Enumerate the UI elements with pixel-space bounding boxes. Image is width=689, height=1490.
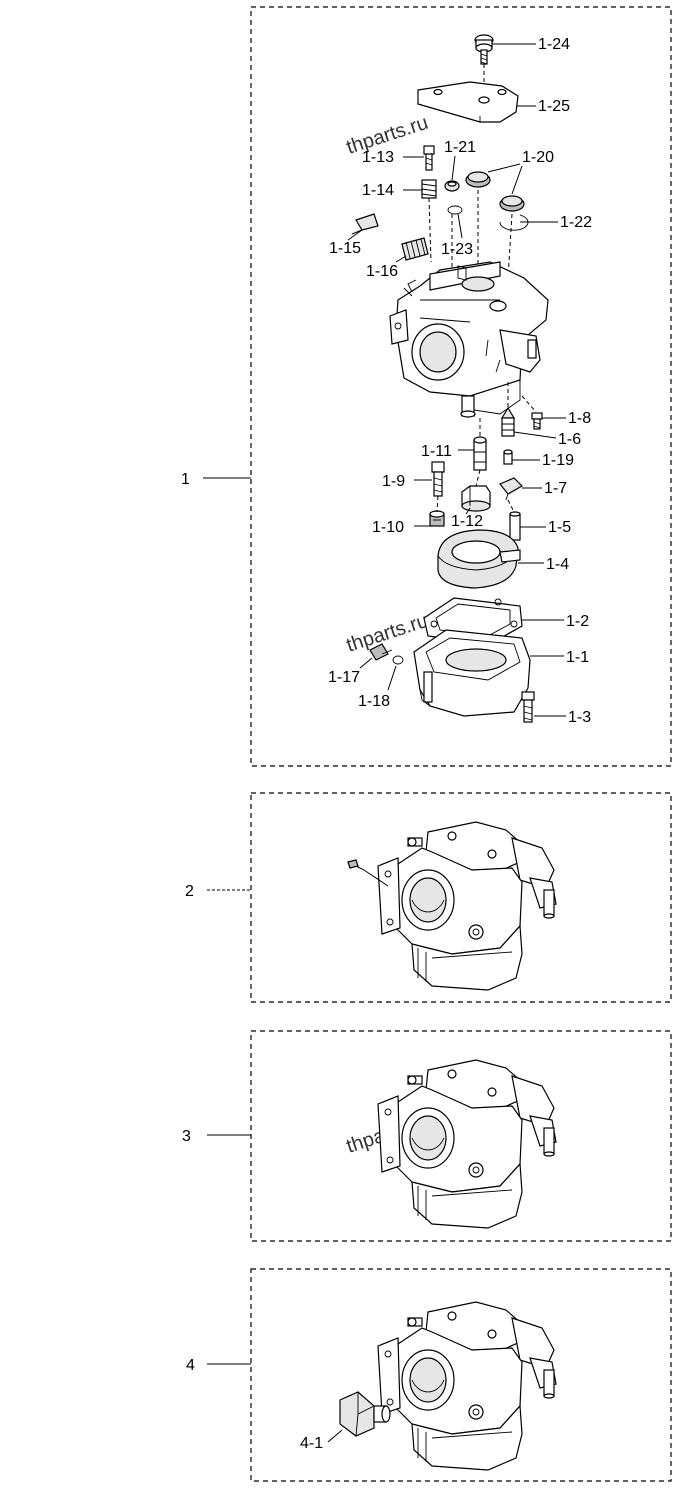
o-ring-part bbox=[447, 205, 463, 215]
part-label-1-3: 1-3 bbox=[568, 709, 591, 726]
part-label-1-21: 1-21 bbox=[444, 139, 476, 156]
cover-plate-part bbox=[417, 81, 519, 123]
part-label-1-4: 1-4 bbox=[546, 556, 569, 573]
part-label-1-7: 1-7 bbox=[544, 480, 567, 497]
float-bowl-part bbox=[413, 629, 531, 717]
part-label-4-1: 4-1 bbox=[300, 1435, 323, 1452]
main-nozzle-part bbox=[473, 436, 487, 471]
o-ring-part bbox=[392, 655, 404, 665]
carburetor-assembly-4 bbox=[377, 1301, 557, 1471]
filter-screen-part bbox=[465, 171, 525, 212]
part-label-1-15: 1-15 bbox=[329, 240, 361, 257]
assembly-1-box bbox=[250, 6, 672, 767]
float-arm-part bbox=[499, 477, 523, 501]
screw-part bbox=[521, 691, 535, 723]
jet-part bbox=[423, 145, 435, 171]
assembly-label-1: 1 bbox=[181, 471, 251, 488]
part-label-1-5: 1-5 bbox=[548, 519, 571, 536]
plug-part bbox=[429, 510, 445, 527]
part-label-1-6: 1-6 bbox=[558, 431, 581, 448]
svg-text:2: 2 bbox=[185, 883, 194, 900]
small-jet-part bbox=[444, 180, 460, 192]
fitting-part bbox=[339, 1391, 391, 1437]
assembly-2-box bbox=[250, 792, 672, 1003]
svg-text:4: 4 bbox=[186, 1357, 195, 1374]
part-label-1-11: 1-11 bbox=[421, 443, 452, 460]
float-part bbox=[437, 529, 521, 589]
part-label-1-20: 1-20 bbox=[522, 149, 554, 166]
part-label-1-19: 1-19 bbox=[542, 452, 574, 469]
assembly-3-box bbox=[250, 1030, 672, 1242]
pilot-screw-part bbox=[351, 213, 379, 235]
part-label-1-25: 1-25 bbox=[538, 98, 570, 115]
svg-text:1: 1 bbox=[181, 471, 190, 488]
part-label-1-13: 1-13 bbox=[362, 149, 394, 166]
assembly-4-box bbox=[250, 1268, 672, 1482]
part-label-1-10: 1-10 bbox=[372, 519, 404, 536]
part-label-1-23: 1-23 bbox=[441, 241, 473, 258]
carburetor-body-part bbox=[389, 261, 549, 418]
part-label-1-12: 1-12 bbox=[451, 513, 483, 530]
part-label-1-18: 1-18 bbox=[358, 693, 390, 710]
part-label-1-24: 1-24 bbox=[538, 36, 570, 53]
part-label-1-14: 1-14 bbox=[362, 182, 394, 199]
clip-part bbox=[499, 214, 529, 231]
assembly-label-4: 4 bbox=[186, 1357, 251, 1374]
part-label-1-16: 1-16 bbox=[366, 263, 398, 280]
main-jet-part bbox=[421, 179, 437, 199]
part-label-1-22: 1-22 bbox=[560, 214, 592, 231]
part-label-1-9: 1-9 bbox=[382, 473, 405, 490]
screw-part bbox=[531, 412, 543, 430]
assembly-label-2: 2 bbox=[185, 883, 251, 900]
pin-part bbox=[503, 449, 513, 465]
carburetor-assembly-3 bbox=[377, 1059, 557, 1229]
part-label-1-17: 1-17 bbox=[328, 669, 360, 686]
assembly-label-3: 3 bbox=[182, 1128, 251, 1145]
carburetor-assembly-2 bbox=[347, 821, 557, 991]
drain-screw-part bbox=[369, 643, 393, 661]
part-label-1-1: 1-1 bbox=[566, 649, 589, 666]
pilot-jet-part bbox=[431, 461, 445, 497]
needle-valve-part bbox=[500, 406, 516, 437]
spring-part bbox=[401, 237, 429, 261]
float-pin-part bbox=[509, 511, 521, 541]
svg-text:3: 3 bbox=[182, 1128, 191, 1145]
part-label-1-2: 1-2 bbox=[566, 613, 589, 630]
part-label-1-8: 1-8 bbox=[568, 410, 591, 427]
screw-part bbox=[474, 34, 494, 65]
cap-part bbox=[461, 485, 491, 512]
